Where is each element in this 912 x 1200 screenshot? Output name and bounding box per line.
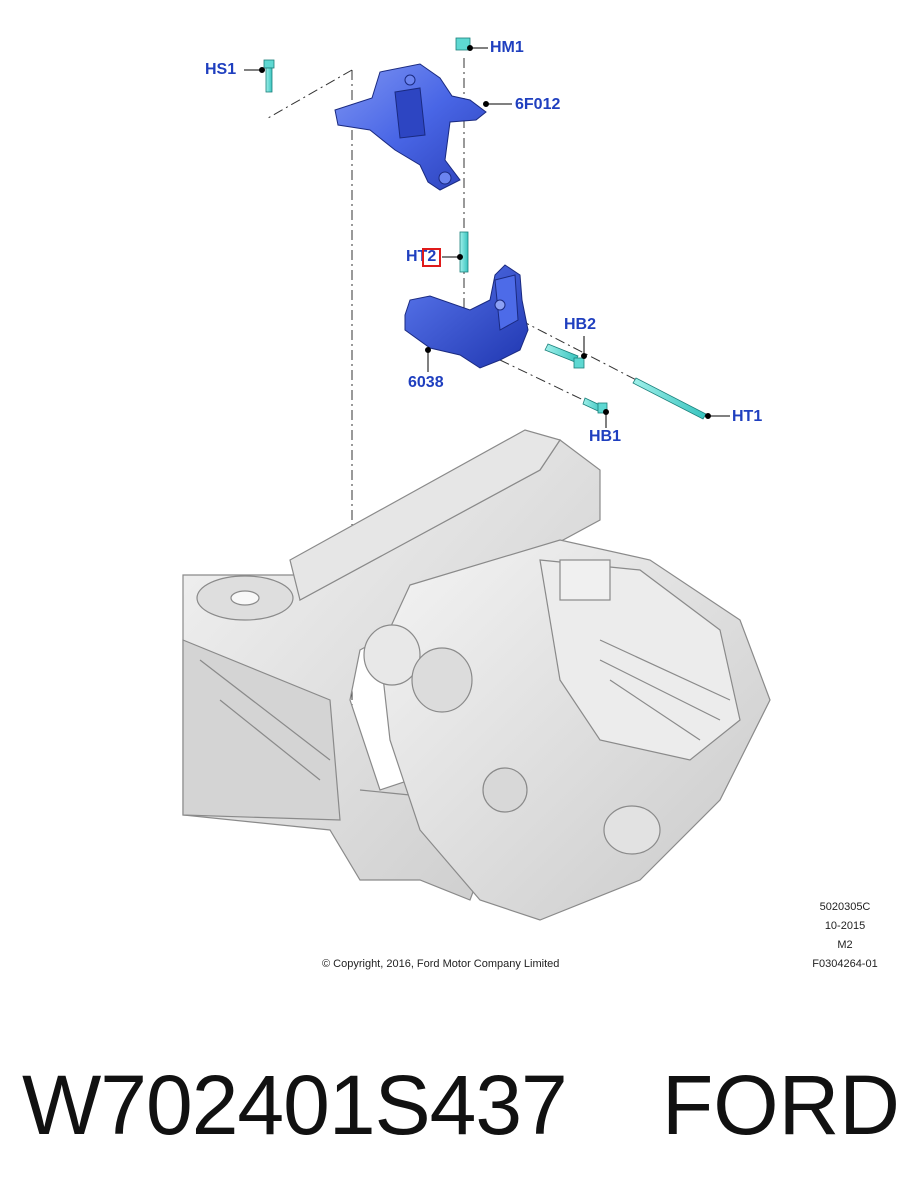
- bolt-hb2: [544, 343, 579, 363]
- front-frame-rail: [182, 429, 601, 901]
- figure-id: F0304264-01: [812, 958, 878, 970]
- callout-6f012: 6F012: [515, 96, 561, 113]
- callout-ht2: HT2: [406, 248, 437, 265]
- caption-bar: W702401S437 FORD: [0, 1040, 912, 1170]
- figure-code: 5020305C: [819, 901, 871, 913]
- callout-hs1: HS1: [205, 61, 237, 78]
- exploded-view-illustration: [182, 37, 771, 921]
- callout-hm1: HM1: [490, 39, 524, 56]
- fasteners: [263, 37, 707, 420]
- callout-6038: 6038: [408, 374, 444, 391]
- bolt-ht1: [632, 377, 707, 420]
- figure-date: 10-2015: [824, 920, 866, 932]
- figure-market: M2: [837, 939, 853, 951]
- transmission-mount-lower: [404, 264, 529, 369]
- engine-mount-upper: [334, 63, 487, 191]
- brand-name: FORD: [662, 1058, 900, 1152]
- leader-lines: [244, 45, 730, 428]
- nut-hm1: [455, 37, 471, 51]
- engine-assembly: [363, 539, 771, 921]
- callout-ht1: HT1: [732, 408, 763, 425]
- part-number: W702401S437: [22, 1058, 568, 1152]
- figure-metadata: 5020305C 10-2015 M2 F0304264-01: [790, 898, 900, 974]
- callout-hb2: HB2: [564, 316, 597, 333]
- bolt-hs1-shank: [265, 67, 273, 93]
- stud-ht2: [459, 231, 469, 273]
- highlight-box: [422, 248, 441, 267]
- callout-hb1: HB1: [589, 428, 622, 445]
- copyright-text: © Copyright, 2016, Ford Motor Company Li…: [322, 958, 560, 970]
- bolt-hs1-head: [263, 59, 275, 69]
